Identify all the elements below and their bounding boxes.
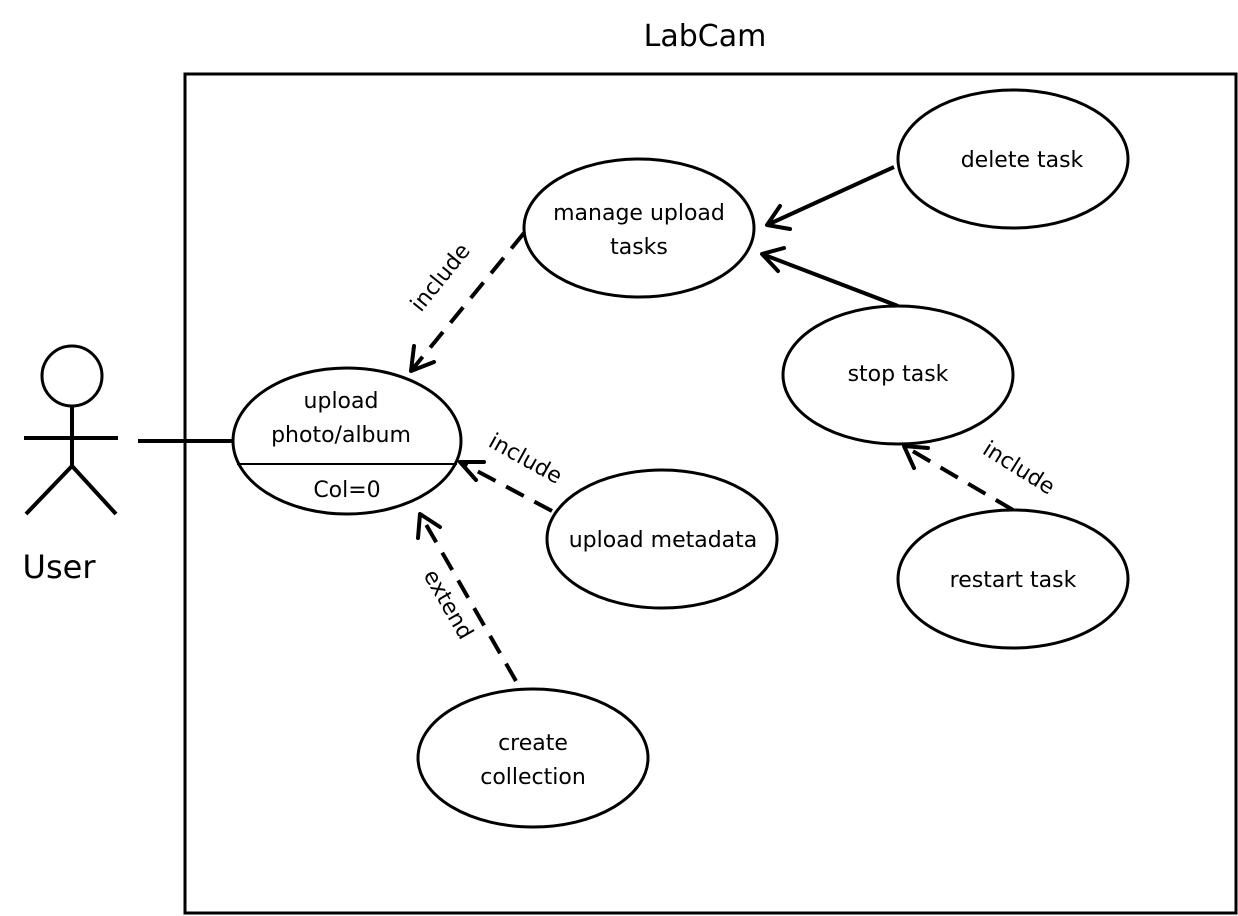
use-case-label-line2: tasks bbox=[610, 235, 668, 260]
use-case-create-collection[interactable]: create collection bbox=[416, 687, 650, 829]
actor-head bbox=[40, 344, 104, 408]
actor-right-leg bbox=[70, 464, 118, 516]
include-connector-restart bbox=[902, 444, 1015, 512]
extend-connector-collection bbox=[418, 513, 518, 682]
use-case-stop-task[interactable]: stop task bbox=[781, 304, 1015, 446]
use-case-ellipse bbox=[416, 687, 650, 829]
use-case-ellipse bbox=[896, 88, 1130, 230]
connector-stop-to-manage bbox=[761, 252, 899, 308]
use-case-label: restart task bbox=[950, 568, 1077, 593]
use-case-label-line1: manage upload bbox=[553, 201, 725, 226]
use-case-label-line1: create bbox=[498, 731, 568, 756]
actor-label: User bbox=[23, 548, 97, 586]
arrowhead-upload-from-collection bbox=[416, 512, 442, 540]
use-case-label: upload metadata bbox=[569, 528, 758, 553]
use-case-upload-photo-album[interactable]: upload photo/album Col=0 bbox=[231, 366, 463, 516]
extension-point-label: Col=0 bbox=[313, 478, 380, 503]
connector-delete-to-manage bbox=[766, 165, 895, 227]
actor-left-leg bbox=[24, 464, 74, 516]
arrowhead-manage-from-delete bbox=[765, 204, 792, 231]
use-case-label: stop task bbox=[848, 362, 949, 387]
user-actor[interactable]: User bbox=[23, 344, 118, 586]
include-label-metadata: include bbox=[484, 429, 566, 490]
use-case-label: delete task bbox=[961, 148, 1084, 173]
arrowhead-upload-from-manage bbox=[409, 344, 436, 373]
use-case-ellipse bbox=[545, 468, 779, 610]
use-case-manage-upload-tasks[interactable]: manage upload tasks bbox=[522, 157, 756, 299]
use-case-label-line1: upload bbox=[304, 389, 379, 414]
arrowhead-stop-from-restart bbox=[902, 444, 930, 470]
include-connector-metadata bbox=[459, 460, 553, 513]
system-title: LabCam bbox=[644, 19, 767, 54]
include-label-manage: include bbox=[406, 239, 476, 317]
use-case-label-line2: collection bbox=[480, 765, 586, 790]
use-case-upload-metadata[interactable]: upload metadata bbox=[545, 468, 779, 610]
arrowhead-manage-from-stop bbox=[760, 246, 786, 273]
use-case-ellipse bbox=[522, 157, 756, 299]
use-case-label-line2: photo/album bbox=[271, 423, 411, 448]
use-case-ellipse bbox=[896, 508, 1130, 650]
extend-label-collection: extend bbox=[418, 565, 478, 644]
use-case-ellipse bbox=[231, 366, 463, 516]
arrowhead-upload-from-metadata bbox=[458, 460, 486, 482]
include-label-restart: include bbox=[978, 437, 1059, 500]
system-boundary bbox=[183, 72, 1238, 915]
use-case-restart-task[interactable]: restart task bbox=[896, 508, 1130, 650]
use-case-delete-task[interactable]: delete task bbox=[896, 88, 1130, 230]
use-case-ellipse bbox=[781, 304, 1015, 446]
